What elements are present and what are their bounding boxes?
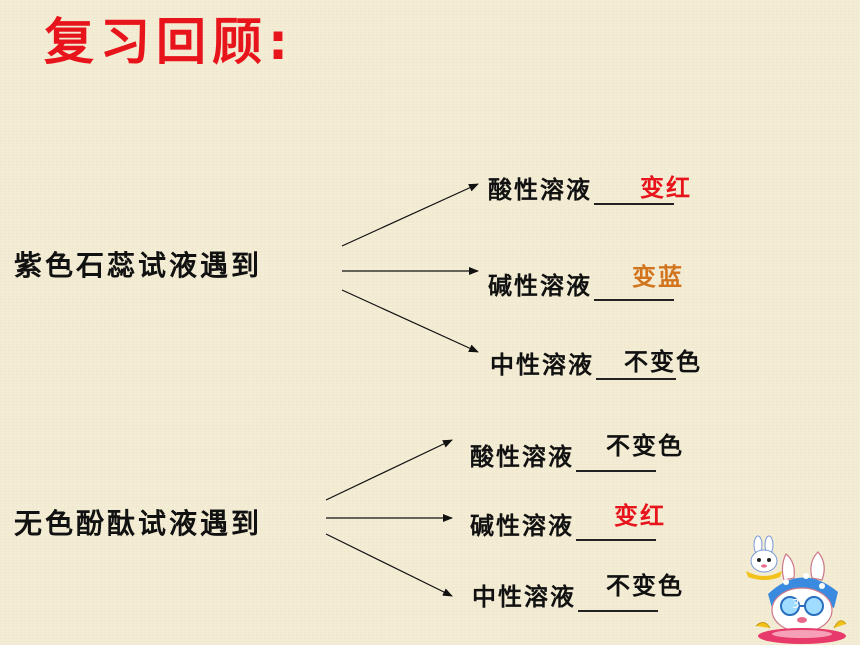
litmus-answer-acid: 变红: [640, 173, 692, 202]
phenol-answer-base: 变红: [614, 501, 666, 530]
answer-blank: [578, 582, 658, 612]
litmus-row-base: 碱性溶液: [488, 266, 674, 301]
row-label: 碱性溶液: [488, 271, 592, 300]
arrow-phenol-neutral: [325, 533, 453, 597]
phenolphthalein-subject: 无色酚酞试液遇到: [14, 507, 263, 540]
answer-blank: [576, 511, 656, 541]
row-label: 酸性溶液: [470, 442, 574, 471]
answer-blank: [576, 442, 656, 472]
litmus-answer-base: 变蓝: [632, 262, 684, 291]
answer-blank: [594, 271, 674, 301]
litmus-row-acid: 酸性溶液: [488, 170, 674, 205]
answer-blank: [594, 175, 674, 205]
arrow-litmus-acid: [341, 183, 479, 247]
phenol-row-neutral: 中性溶液: [472, 577, 658, 612]
answer-blank: [596, 350, 676, 380]
phenol-answer-acid: 不变色: [606, 431, 684, 460]
slide-title: 复习回顾:: [44, 13, 294, 71]
litmus-row-neutral: 中性溶液: [490, 345, 676, 380]
phenol-answer-neutral: 不变色: [606, 571, 684, 600]
row-label: 中性溶液: [472, 582, 576, 611]
row-label: 酸性溶液: [488, 175, 592, 204]
row-label: 中性溶液: [490, 350, 594, 379]
small-rabbit-icon: [746, 535, 782, 580]
litmus-subject: 紫色石蕊试液遇到: [14, 249, 263, 282]
phenol-row-base: 碱性溶液: [470, 506, 656, 541]
arrow-litmus-neutral: [341, 289, 479, 353]
rabbit-mascot-icon: [755, 551, 847, 644]
page-number: 3: [792, 597, 800, 611]
litmus-answer-neutral: 不变色: [624, 347, 702, 376]
row-label: 碱性溶液: [470, 511, 574, 540]
arrow-phenol-acid: [325, 439, 453, 501]
phenol-row-acid: 酸性溶液: [470, 437, 656, 472]
